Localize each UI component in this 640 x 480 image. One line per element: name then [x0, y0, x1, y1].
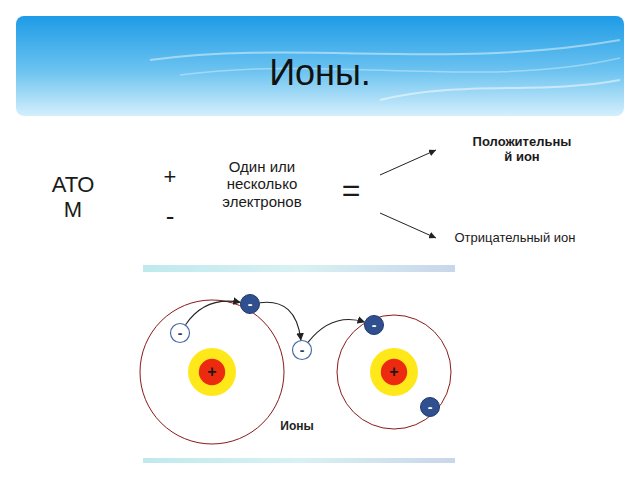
charge-sign: + [370, 348, 418, 396]
electron-circle: - [420, 397, 440, 417]
illustration-caption: Ионы [247, 420, 347, 434]
electron-circle: - [170, 323, 190, 343]
electron-fill [293, 341, 312, 360]
electron-fill [171, 324, 190, 343]
electron-fill [241, 295, 260, 314]
slide-label: - [158, 202, 182, 232]
electron-transfer-arrow [186, 301, 241, 325]
nucleus-circle: + [370, 348, 418, 396]
slide-label: Один или несколько электронов [198, 158, 326, 210]
charge-sign: - [170, 323, 190, 343]
header-band [16, 16, 624, 116]
leader-arrow [380, 213, 436, 238]
electron-fill [365, 316, 384, 335]
charge-sign: - [364, 315, 384, 335]
orbit [140, 300, 284, 444]
charge-sign: - [240, 294, 260, 314]
electron-transfer-arrow [308, 320, 364, 343]
charge-sign: + [188, 348, 236, 396]
nucleus-shell [188, 348, 236, 396]
header-swoosh [180, 58, 620, 75]
slide-label: Отрицательный ион [452, 231, 578, 246]
frame-bar [143, 265, 455, 272]
charge-sign: - [420, 397, 440, 417]
electron-transfer-arrow [260, 302, 301, 340]
header-swoosh [150, 40, 620, 60]
electron-fill [421, 398, 440, 417]
electron-circle: - [292, 340, 312, 360]
nucleus-shell [370, 348, 418, 396]
nucleus-circle: + [188, 348, 236, 396]
electron-circle: - [364, 315, 384, 335]
header-swoosh [380, 80, 620, 100]
slide-label: АТОМ [44, 172, 102, 223]
charge-sign: - [292, 340, 312, 360]
slide-label: = [334, 172, 368, 209]
slide-title: Ионы. [16, 52, 624, 93]
frame-bar [143, 458, 455, 463]
slide-label: Положительный ион [470, 135, 574, 165]
leader-arrow [380, 150, 436, 175]
electron-circle: - [240, 294, 260, 314]
orbit [337, 315, 451, 429]
slide-label: + [158, 164, 182, 189]
